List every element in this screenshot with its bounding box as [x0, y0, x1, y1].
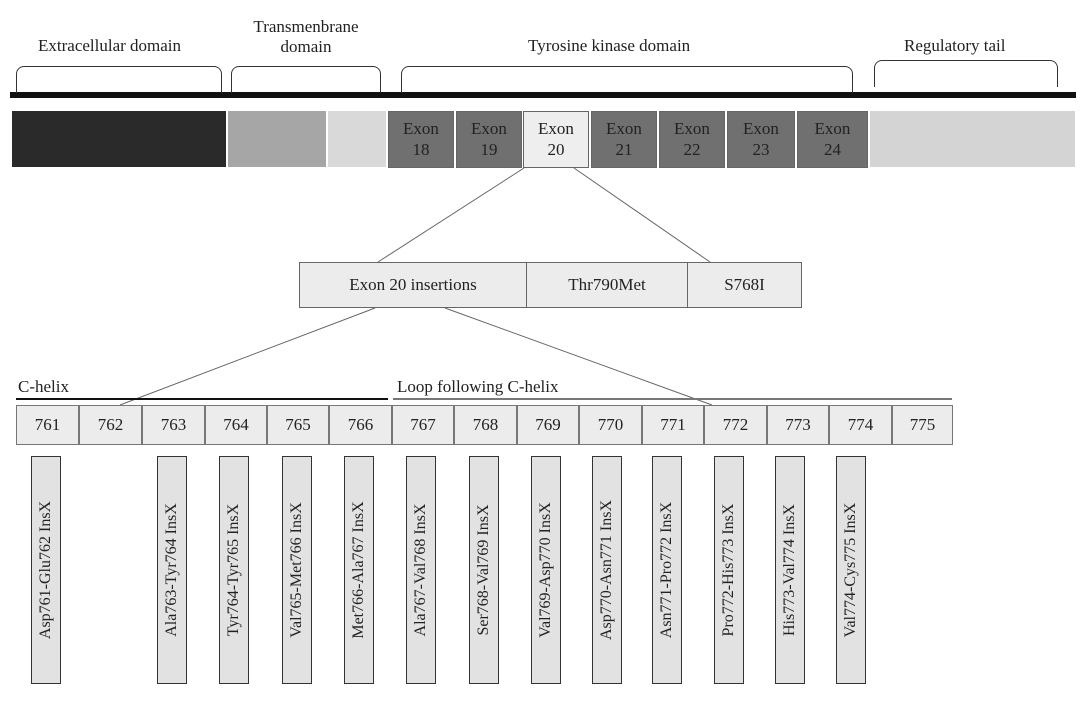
exon-22-segment: Exon 22: [659, 111, 725, 168]
extracellular-domain-label: Extracellular domain: [38, 36, 182, 55]
insertion-label: Ala767-Val768 InsX: [412, 503, 429, 637]
exon-19-word: Exon: [471, 119, 507, 138]
insertion-box: Tyr764-Tyr765 InsX: [219, 456, 249, 684]
thr790met-box: Thr790Met: [526, 262, 688, 308]
insertion-label: Pro772-His773 InsX: [720, 503, 737, 637]
juxtamembrane-segment: [328, 111, 386, 167]
exon-24-number: 24: [824, 140, 841, 159]
extracellular-segment: [12, 111, 226, 167]
zoom-line-exon20-right: [573, 167, 711, 263]
insertion-box: Val774-Cys775 InsX: [836, 456, 866, 684]
insertion-box: Asp761-Glu762 InsX: [31, 456, 61, 684]
exon-19-segment: Exon 19: [456, 111, 522, 168]
exon-22-number: 22: [683, 140, 701, 159]
residue-cell: 761: [16, 405, 79, 445]
zoom-line-insertions-right: [444, 307, 713, 406]
insertion-label: Tyr764-Tyr765 InsX: [225, 503, 242, 637]
tyrosine-kinase-bracket: [401, 66, 853, 93]
exon-24-segment: Exon 24: [797, 111, 868, 168]
transmembrane-segment: [228, 111, 326, 167]
residue-cell: 767: [392, 405, 454, 445]
zoom-line-insertions-left: [119, 307, 376, 406]
exon-23-word: Exon: [743, 119, 779, 138]
insertion-box: Ala763-Tyr764 InsX: [157, 456, 187, 684]
exon-20-number: 20: [547, 140, 565, 159]
exon-24-word: Exon: [814, 119, 851, 138]
residue-cell: 775: [892, 405, 953, 445]
tyrosine-kinase-domain-label: Tyrosine kinase domain: [528, 36, 691, 55]
transmembrane-domain-label: Transmenbrane domain: [228, 17, 384, 57]
insertion-box: Met766-Ala767 InsX: [344, 456, 374, 684]
exon-18-word: Exon: [403, 119, 439, 138]
insertion-box: Ser768-Val769 InsX: [469, 456, 499, 684]
insertion-box: Pro772-His773 InsX: [714, 456, 744, 684]
c-helix-label: C-helix: [18, 377, 69, 396]
insertion-box: His773-Val774 InsX: [775, 456, 805, 684]
insertion-label: Val765-Met766 InsX: [288, 502, 305, 638]
exon-18-number: 18: [412, 140, 430, 159]
exon-21-word: Exon: [606, 119, 642, 138]
residue-cell: 773: [767, 405, 829, 445]
regulatory-bracket: [874, 60, 1058, 87]
residue-cell: 774: [829, 405, 892, 445]
regulatory-tail-label: Regulatory tail: [904, 36, 1006, 55]
regulatory-segment: [870, 111, 1075, 167]
exon-23-number: 23: [752, 140, 770, 159]
residue-cell: 770: [579, 405, 642, 445]
transmembrane-bracket: [231, 66, 381, 93]
insertion-label: Ala763-Tyr764 InsX: [163, 503, 180, 637]
insertion-box: Ala767-Val768 InsX: [406, 456, 436, 684]
insertion-label: Asp761-Glu762 InsX: [37, 500, 54, 640]
residue-cell: 764: [205, 405, 267, 445]
exon-20-word: Exon: [538, 119, 574, 138]
residue-cell: 772: [704, 405, 767, 445]
insertion-label: Val769-Asp770 InsX: [537, 502, 554, 638]
insertion-label: Val774-Cys775 InsX: [842, 502, 859, 638]
transmembrane-label-line1: Transmenbrane: [253, 17, 359, 36]
insertion-box: Asn771-Pro772 InsX: [652, 456, 682, 684]
transmembrane-label-line2: domain: [280, 37, 332, 56]
insertion-box: Val769-Asp770 InsX: [531, 456, 561, 684]
residue-cell: 762: [79, 405, 142, 445]
residue-cell: 763: [142, 405, 205, 445]
extracellular-bracket: [16, 66, 222, 93]
residue-cell: 766: [329, 405, 392, 445]
insertion-label: Asp770-Asn771 InsX: [598, 500, 615, 640]
exon-19-number: 19: [480, 140, 498, 159]
residue-cell: 771: [642, 405, 704, 445]
exon-23-segment: Exon 23: [727, 111, 795, 168]
exon-21-segment: Exon 21: [591, 111, 657, 168]
residue-cell: 769: [517, 405, 579, 445]
exon-20-segment: Exon 20: [523, 111, 589, 168]
exon-21-number: 21: [615, 140, 633, 159]
loop-following-c-helix-label: Loop following C-helix: [397, 377, 559, 396]
exon-18-segment: Exon 18: [388, 111, 454, 168]
insertion-box: Asp770-Asn771 InsX: [592, 456, 622, 684]
receptor-backbone-line: [10, 92, 1076, 98]
insertion-label: Ser768-Val769 InsX: [475, 504, 492, 636]
exon20-insertions-box: Exon 20 insertions: [299, 262, 527, 308]
zoom-line-exon20-left: [377, 167, 525, 263]
insertion-box: Val765-Met766 InsX: [282, 456, 312, 684]
insertion-label: Met766-Ala767 InsX: [350, 501, 367, 639]
s768i-box: S768I: [687, 262, 802, 308]
residue-cell: 765: [267, 405, 329, 445]
insertion-label: His773-Val774 InsX: [781, 504, 798, 636]
insertion-label: Asn771-Pro772 InsX: [658, 501, 675, 639]
exon-22-word: Exon: [674, 119, 710, 138]
residue-cell: 768: [454, 405, 517, 445]
